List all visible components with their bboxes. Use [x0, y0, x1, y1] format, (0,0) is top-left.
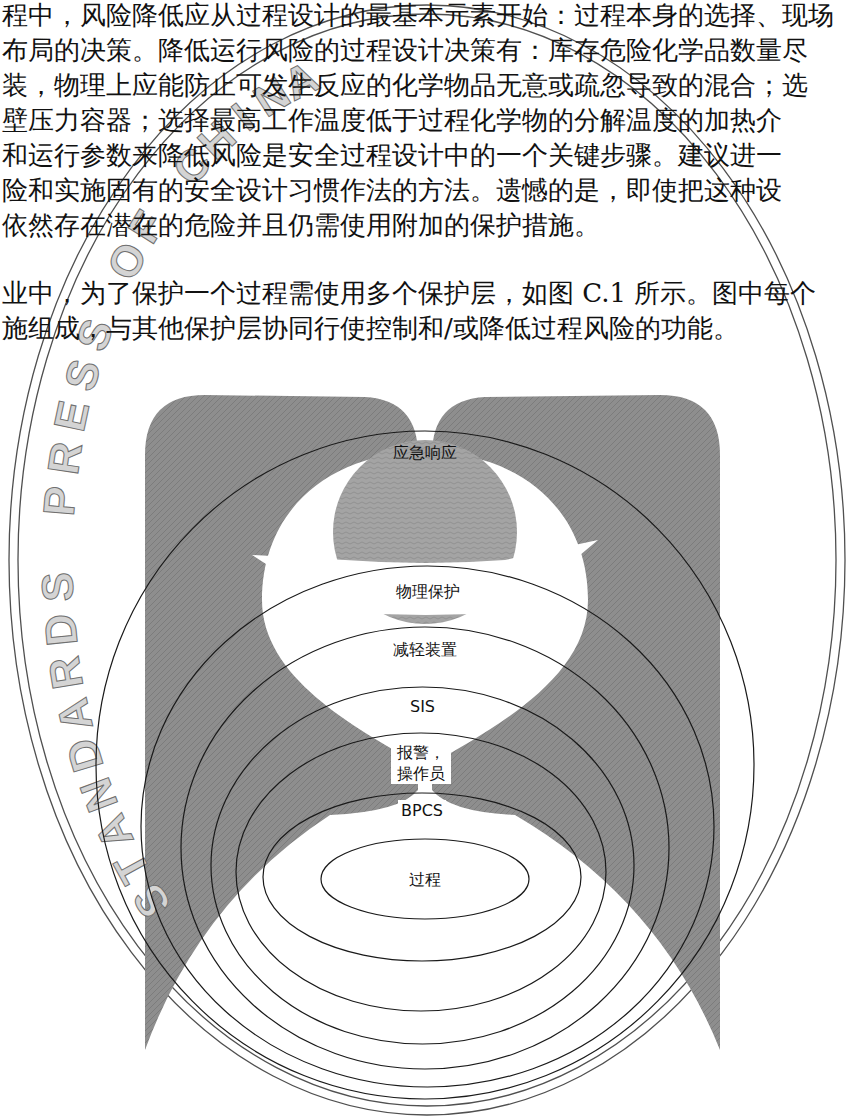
layer-label: 过程 — [406, 869, 444, 890]
body-text-line: 程中，风险降低应从过程设计的最基本元素开始：过程本身的选择、现场 — [2, 0, 834, 30]
protection-layer-ellipse: 过程 BPCS 报警， 操作员 SIS 减轻装置 物理保护 应急响应 — [95, 430, 755, 1100]
watermark-letter: D — [37, 612, 84, 648]
ellipse-stroke — [96, 431, 754, 1099]
body-text-line: 业中，为了保护一个过程需使用多个保护层，如图 C.1 所示。图中每个 — [2, 278, 816, 308]
protection-layer-ellipse: 过程 BPCS 报警， 操作员 SIS 减轻装置 物理保护 — [140, 565, 715, 1088]
watermark-letter: P — [36, 484, 82, 517]
ellipse-stroke — [321, 839, 529, 919]
body-text-line: 和运行参数来降低风险是安全过程设计中的一个关键步骤。建议进一 — [2, 140, 782, 170]
protection-layer-ellipse: 过程 BPCS — [262, 792, 582, 962]
protection-layer-ellipse: 过程 BPCS 报警， 操作员 SIS 减轻装置 — [180, 626, 670, 1070]
ellipse-stroke — [181, 627, 669, 1069]
ellipse-stroke — [263, 793, 581, 961]
layer-label: BPCS — [398, 800, 446, 821]
protection-layer-ellipse: 过程 BPCS 报警， 操作员 — [235, 732, 607, 1012]
layer-label: SIS — [407, 696, 438, 717]
ellipse-outline — [180, 626, 670, 1070]
ellipse-stroke — [211, 687, 634, 1044]
ellipse-outline — [210, 686, 635, 1045]
watermark-letter — [35, 537, 79, 550]
body-text-line: 险和实施固有的安全设计习惯作法的方法。遗憾的是，即使把这种设 — [2, 175, 782, 205]
ellipse-stroke — [236, 733, 606, 1011]
protection-layer-ellipse: 过程 — [320, 838, 530, 920]
watermark-letter: E — [48, 397, 97, 435]
ellipse-stroke — [141, 566, 714, 1087]
watermark-letter: S — [35, 572, 80, 603]
protection-layer-ellipse: 过程 BPCS 报警， 操作员 SIS — [210, 686, 635, 1045]
layer-label: 物理保护 — [393, 581, 463, 602]
layer-label: 应急响应 — [390, 442, 460, 463]
layer-label: 减轻装置 — [390, 639, 460, 660]
body-text-line: 装，物理上应能防止可发生反应的化学物品无意或疏忽导致的混合；选 — [2, 70, 808, 100]
watermark-letter: A — [87, 809, 140, 856]
watermark-letter: R — [40, 439, 88, 477]
watermark-letter: R — [42, 654, 91, 693]
layer-label: 报警， 操作员 — [391, 742, 451, 784]
watermark-letter: D — [60, 734, 111, 777]
watermark-letter: S — [57, 355, 107, 395]
stamp-outer-ring — [9, 5, 845, 1115]
body-text-line: 依然存在潜在的危险并且仍需使用附加的保护措施。 — [2, 210, 600, 240]
watermark-letter: A — [49, 694, 99, 735]
body-text-line: 壁压力容器；选择最高工作温度低于过程化学物的分解温度的加热介 — [2, 105, 782, 135]
body-text-line: 施组成，与其他保护层协同行使控制和/或降低过程风险的功能。 — [2, 313, 739, 343]
body-text-line: 布局的决策。降低运行风险的过程设计决策有：库存危险化学品数量尽 — [2, 35, 808, 65]
white-band — [252, 540, 598, 615]
